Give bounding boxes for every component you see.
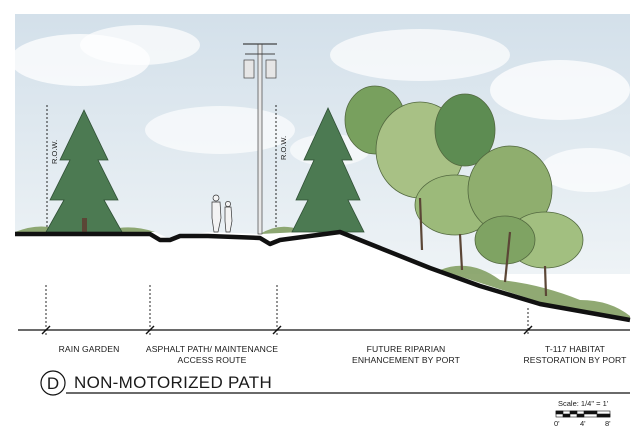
scale-bar <box>555 410 611 418</box>
section-title: NON-MOTORIZED PATH <box>74 373 272 392</box>
row-label-right: R.O.W. <box>279 136 288 160</box>
section-marker-circle <box>40 370 66 396</box>
zone-label-t117-habitat: T-117 HABITAT <box>545 344 606 354</box>
zone-label-riparian-line2: ENHANCEMENT BY PORT <box>352 355 461 365</box>
row-label-left: R.O.W. <box>50 140 59 164</box>
pedestrians <box>211 194 233 233</box>
scale-tick-0: 0' <box>554 419 560 428</box>
ground-fill <box>15 230 630 330</box>
zone-dividers <box>45 285 529 335</box>
zone-label-t117-habitat-line2: RESTORATION BY PORT <box>524 355 628 365</box>
scale-tick-8: 8' <box>605 419 611 428</box>
zone-label-rain-garden: RAIN GARDEN <box>59 344 120 354</box>
light-pole <box>243 43 277 235</box>
zone-label-riparian: FUTURE RIPARIAN <box>367 344 446 354</box>
zone-label-asphalt-path: ASPHALT PATH/ MAINTENANCE <box>146 344 278 354</box>
ground-line <box>15 229 631 323</box>
scale-tick-4: 4' <box>580 419 586 428</box>
section-marker-letter: D <box>47 374 59 393</box>
dimension-ticks <box>41 325 533 335</box>
zone-label-asphalt-path-line2: ACCESS ROUTE <box>177 355 246 365</box>
scale-label: Scale: 1/4" = 1' <box>558 399 609 408</box>
deciduous-trees <box>344 85 584 297</box>
